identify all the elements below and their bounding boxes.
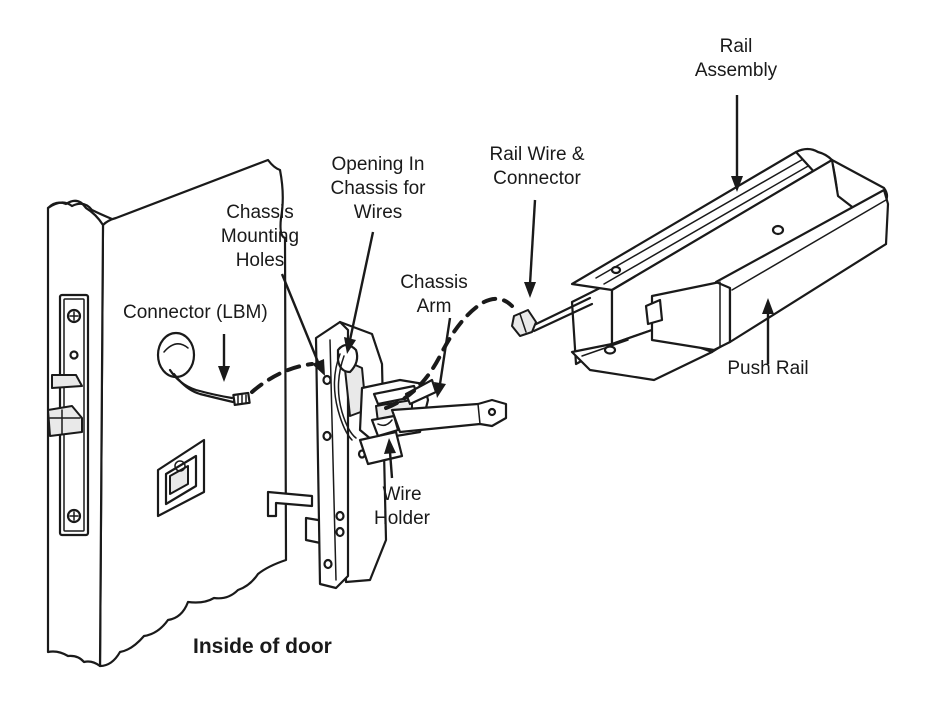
label-rail-assembly-line2: Assembly — [695, 60, 778, 81]
label-connector-lbm: Connector (LBM) — [123, 302, 268, 323]
leader-connector-lbm — [218, 334, 230, 382]
connector-lbm — [232, 391, 251, 407]
label-push-rail: Push Rail — [727, 358, 808, 379]
label-chassis-arm-line2: Arm — [417, 296, 452, 317]
label-chassis-arm-line1: Chassis — [400, 272, 468, 293]
caption-inside-of-door: Inside of door — [193, 635, 332, 658]
door — [46, 158, 288, 668]
wire-path-lbm-to-chassis — [250, 362, 314, 394]
faceplate-screw-top — [66, 308, 82, 324]
leader-push-rail — [762, 298, 774, 364]
wire-path-chassis-to-rail — [384, 296, 514, 410]
leader-chassis-arm — [434, 317, 452, 398]
door-pocket — [156, 438, 206, 518]
leader-wire-holder — [384, 438, 396, 479]
latch-bolt — [47, 374, 83, 437]
chassis — [266, 320, 508, 590]
faceplate-screw-bottom — [66, 508, 82, 524]
push-rail — [644, 188, 890, 352]
label-opening-line1: Opening In — [332, 154, 425, 175]
wire-holder — [370, 414, 400, 438]
leader-opening — [344, 231, 375, 354]
label-opening-line3: Wires — [354, 202, 403, 223]
label-rail-assembly-line1: Rail — [720, 36, 753, 57]
leader-rail-assembly — [731, 95, 743, 192]
door-hole — [156, 331, 196, 379]
leader-rail-wire — [524, 199, 537, 298]
rail-wire-connector — [511, 296, 594, 337]
label-wire-holder-line1: Wire — [382, 484, 421, 505]
rail-assembly — [511, 147, 890, 382]
leader-mounting-holes — [280, 273, 325, 376]
label-mounting-line1: Chassis — [226, 202, 294, 223]
label-opening-line2: Chassis for — [330, 178, 426, 199]
label-rail-wire-line1: Rail Wire & — [489, 144, 584, 165]
label-rail-wire-line2: Connector — [493, 168, 581, 189]
label-wire-holder-line2: Holder — [374, 508, 431, 529]
label-mounting-line3: Holes — [236, 250, 285, 271]
label-mounting-line2: Mounting — [221, 226, 299, 247]
